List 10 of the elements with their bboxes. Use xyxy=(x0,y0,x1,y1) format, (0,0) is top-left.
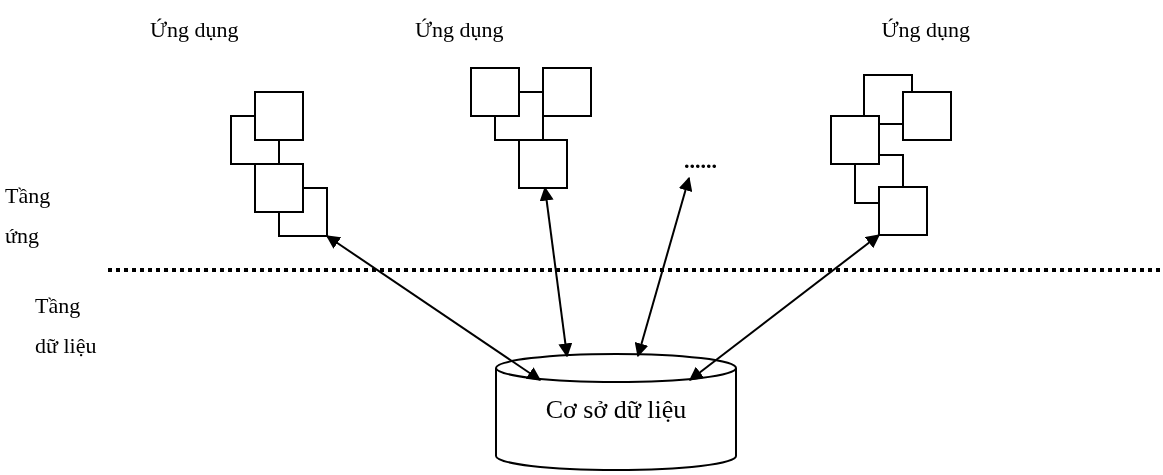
node-label: Ứng dụng xyxy=(150,16,239,44)
node-label: Ứng dụng xyxy=(881,16,970,44)
arrow xyxy=(325,235,542,381)
tier-label: Tầng ứng xyxy=(5,182,52,250)
tier-label: Tầng dữ liệu xyxy=(35,292,98,360)
ellipsis-label: ...... xyxy=(684,147,717,175)
node-label: Ứng dụng xyxy=(415,16,504,44)
arrow xyxy=(688,234,881,381)
node-label: Cơ sở dữ liệu xyxy=(544,394,688,426)
arrow xyxy=(634,176,693,358)
